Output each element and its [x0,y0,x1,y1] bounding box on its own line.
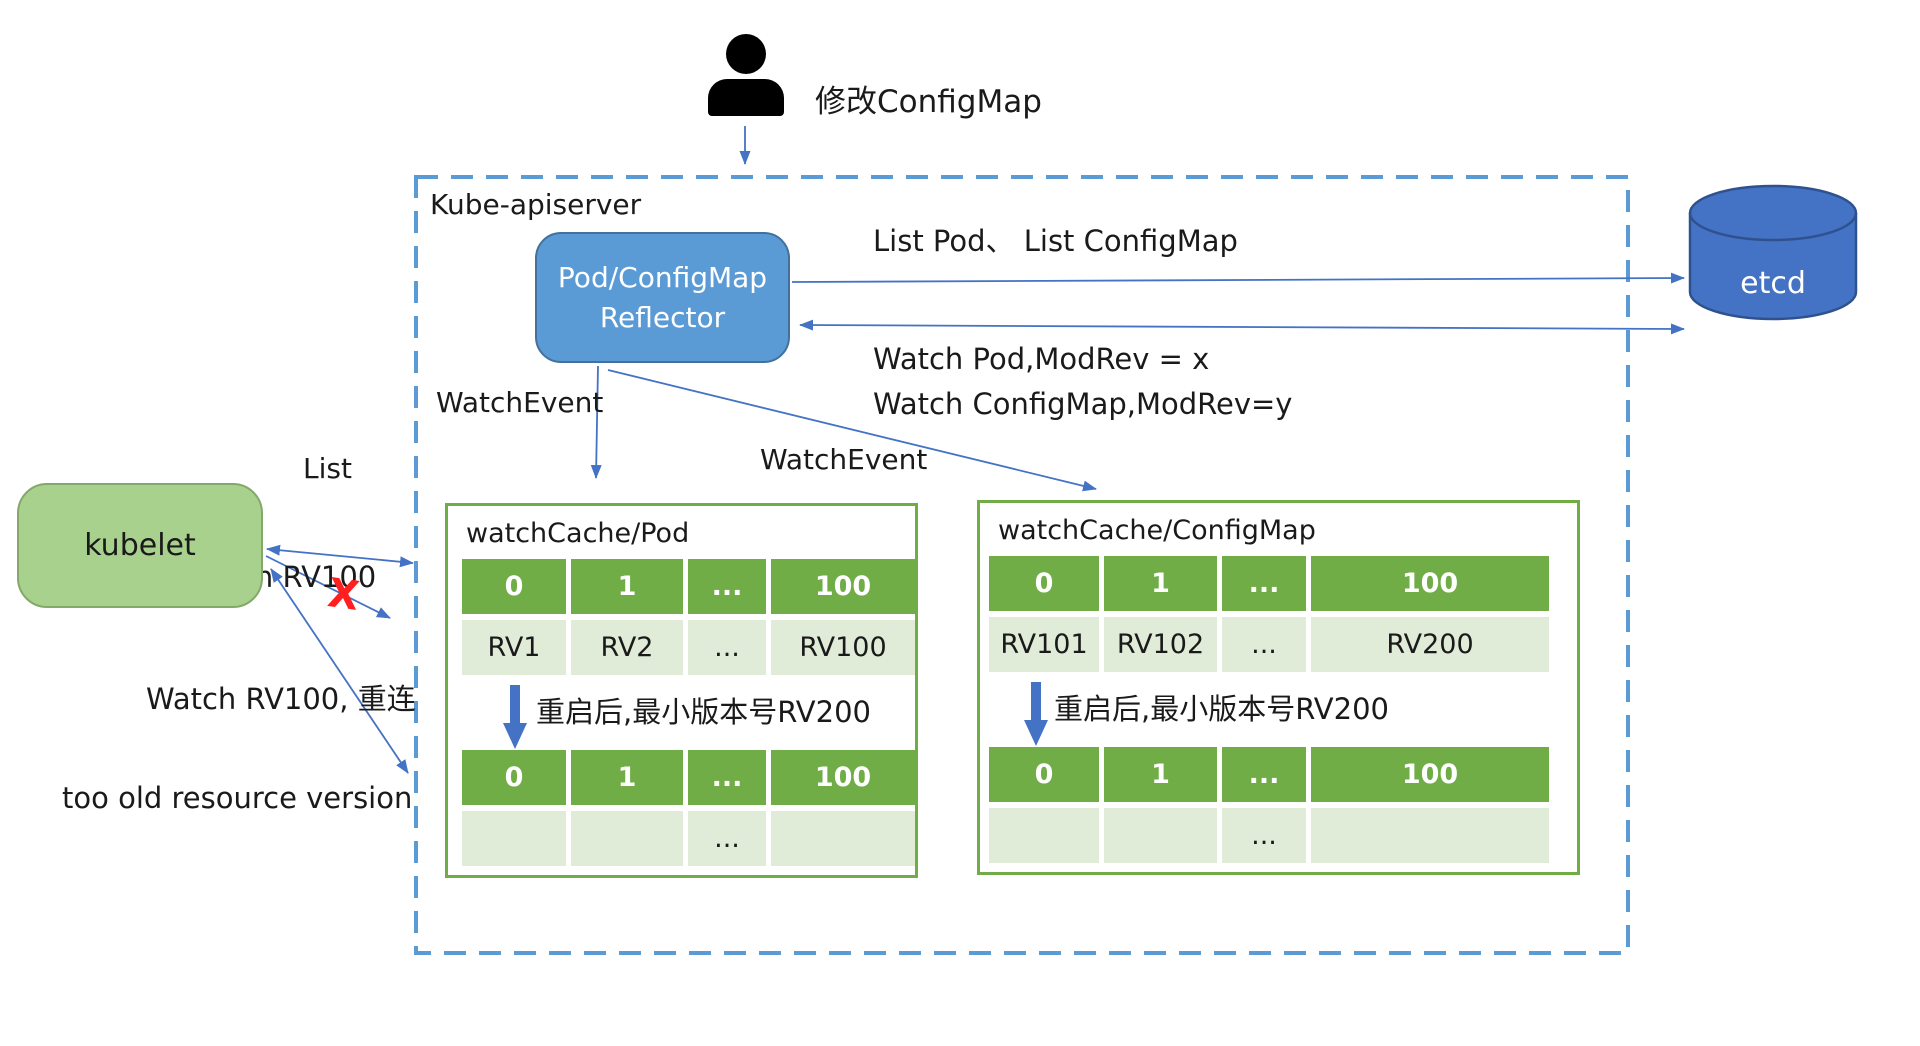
table-cell [1104,808,1217,863]
table-cell: RV2 [571,620,683,675]
table-cell: ... [688,750,766,805]
watch-pod-label: Watch Pod,ModRev = x [873,342,1210,376]
table-cell: 1 [1104,747,1217,802]
table-cell: ... [1222,556,1306,611]
table-value-row: RV101 RV102 ... RV200 [989,617,1549,672]
table-cell [462,811,566,866]
user-icon-body [708,79,784,116]
restart-note: 重启后,最小版本号RV200 [536,695,871,729]
table-cell: 1 [571,559,683,614]
table-cell: ... [1222,747,1306,802]
table-cell [1311,808,1549,863]
table-cell: 0 [989,556,1099,611]
kubelet-label: kubelet [84,528,196,563]
table-cell: 0 [462,750,566,805]
watch-cache-configmap-title: watchCache/ConfigMap [998,515,1316,546]
reflector-label-line2: Reflector [599,300,726,334]
watch-cache-pod-title: watchCache/Pod [466,518,690,549]
table-empty-row: ... [462,811,915,866]
kube-apiserver-label: Kube-apiserver [430,188,642,221]
table-header-row: 0 1 ... 100 [462,559,915,614]
table-cell: 1 [571,750,683,805]
table-cell [989,808,1099,863]
table-cell: 100 [771,559,915,614]
table-value-row: RV1 RV2 ... RV100 [462,620,915,675]
restart-arrow-icon [503,685,527,749]
table-cell: RV200 [1311,617,1549,672]
watch-event-right-label: WatchEvent [760,443,928,476]
table-cell: ... [688,811,766,866]
etcd-label: etcd [1740,266,1806,301]
table-cell: 100 [1311,747,1549,802]
table-header-row: 0 1 ... 100 [989,747,1549,802]
table-cell: ... [688,620,766,675]
table-cell: ... [688,559,766,614]
table-cell [571,811,683,866]
reflector-label-line1: Pod/ConfigMap [557,260,768,294]
table-header-row: 0 1 ... 100 [462,750,915,805]
restart-note: 重启后,最小版本号RV200 [1054,692,1389,726]
watch-cache-pod-box: watchCache/Pod 0 1 ... 100 RV1 RV2 ... R… [445,503,918,878]
table-empty-row: ... [989,808,1549,863]
table-cell: 100 [771,750,915,805]
broken-connection-x-icon: X [324,570,362,620]
table-cell: ... [1222,617,1306,672]
table-header-row: 0 1 ... 100 [989,556,1549,611]
table-cell: 100 [1311,556,1549,611]
watch-event-left-label: WatchEvent [436,386,604,419]
table-cell: RV102 [1104,617,1217,672]
table-cell: ... [1222,808,1306,863]
reflector-node: Pod/ConfigMap Reflector [535,232,790,363]
table-cell: 1 [1104,556,1217,611]
too-old-resource-version-label: too old resource version [62,781,413,815]
table-cell: 0 [989,747,1099,802]
table-cell: 0 [462,559,566,614]
edge-reflector-to-pod-cache [590,365,602,479]
table-cell: RV101 [989,617,1099,672]
modify-configmap-label: 修改ConfigMap [815,84,1042,120]
table-cell [771,811,915,866]
edge-etcd-watch [799,319,1685,335]
user-icon [726,34,766,74]
kubelet-node: kubelet [17,483,263,608]
list-pod-configmap-label: List Pod、 List ConfigMap [873,224,1238,258]
watch-rv100-reconnect-label: Watch RV100, 重连 [146,682,416,716]
list-label: List [303,452,352,485]
table-cell: RV1 [462,620,566,675]
edge-reflector-to-etcd [791,272,1685,284]
watch-configmap-label: Watch ConfigMap,ModRev=y [873,387,1293,421]
restart-arrow-icon [1024,682,1048,746]
table-cell: RV100 [771,620,915,675]
watch-cache-configmap-box: watchCache/ConfigMap 0 1 ... 100 RV101 R… [977,500,1580,875]
